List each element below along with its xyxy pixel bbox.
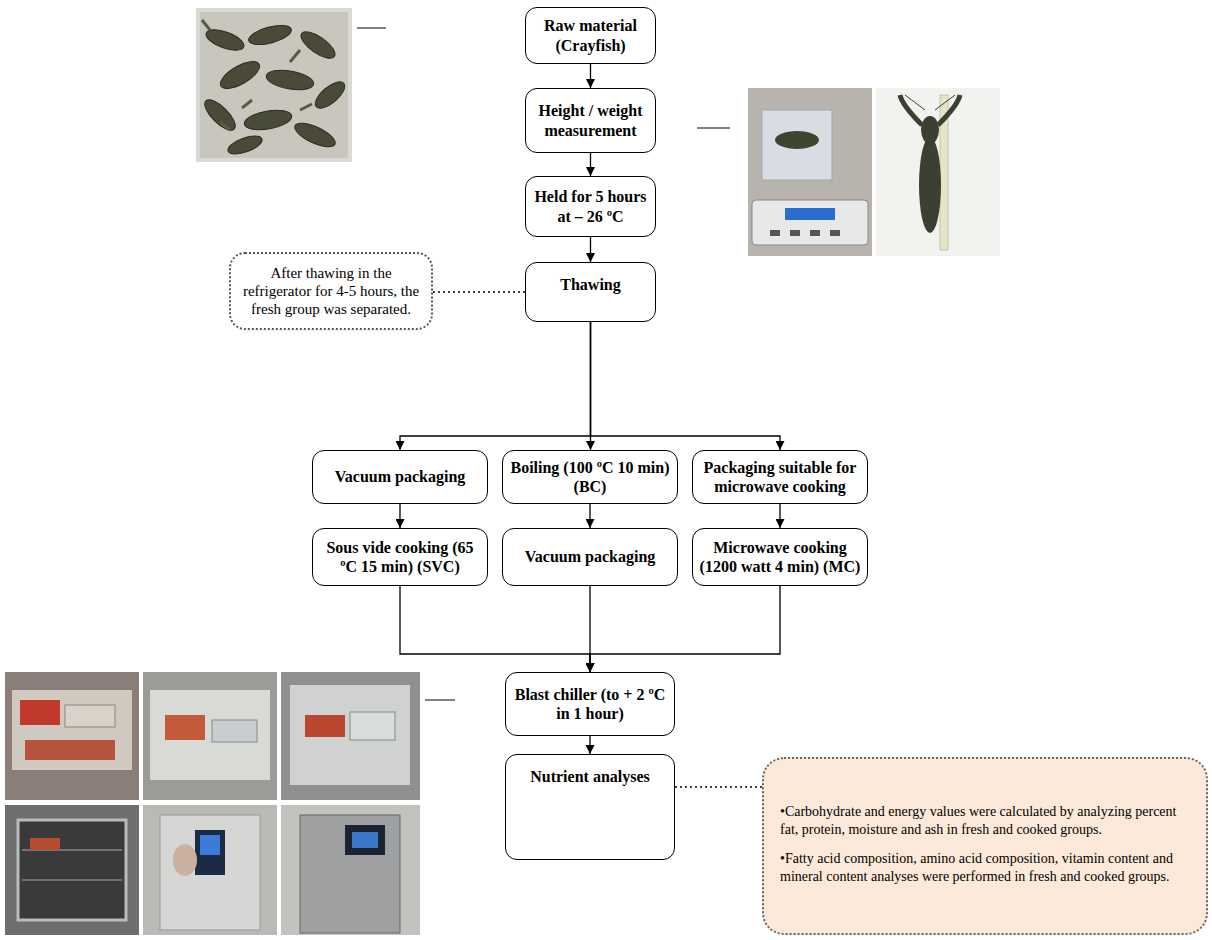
flow-arrow: [590, 64, 591, 88]
process-box: Held for 5 hours at – 26 ºC: [525, 176, 656, 237]
process-box: Vacuum packaging: [312, 450, 488, 504]
process-box: Height / weight measurement: [525, 88, 656, 153]
box-label: Blast chiller (to + 2 ºC in 1 hour): [512, 685, 668, 723]
callout-note: •Carbohydrate and energy values were cal…: [762, 757, 1208, 935]
weighing-photo: [748, 88, 872, 256]
process-box: Boiling (100 ºC 10 min) (BC): [502, 450, 678, 504]
box-label: Vacuum packaging: [509, 547, 671, 566]
blast-chiller-photos: [5, 672, 420, 935]
box-label: Boiling (100 ºC 10 min) (BC): [509, 458, 671, 496]
callout-text: •Fatty acid composition, amino acid comp…: [780, 850, 1190, 885]
process-box: Vacuum packaging: [502, 528, 678, 586]
box-label: Held for 5 hours at – 26 ºC: [532, 187, 649, 225]
length-photo: [876, 88, 1000, 256]
crayfish-crate-photo: [196, 8, 352, 162]
photo-leader: [357, 28, 386, 29]
flow-arrow: [779, 504, 780, 528]
box-label: Sous vide cooking (65 ºC 15 min) (SVC): [319, 538, 481, 576]
callout-note: After thawing in the refrigerator for 4-…: [229, 252, 433, 330]
process-box: Thawing: [525, 262, 656, 322]
box-label: Vacuum packaging: [319, 467, 481, 486]
flow-arrow: [400, 322, 591, 450]
callout-text: After thawing in the refrigerator for 4-…: [239, 264, 423, 318]
dotted-leader: [433, 291, 525, 293]
box-label: Microwave cooking (1200 watt 4 min) (MC): [699, 538, 861, 576]
process-box: Sous vide cooking (65 ºC 15 min) (SVC): [312, 528, 488, 586]
process-box: Microwave cooking (1200 watt 4 min) (MC): [692, 528, 868, 586]
dotted-leader: [675, 786, 762, 788]
box-label: Packaging suitable for microwave cooking: [699, 458, 861, 496]
process-box: Packaging suitable for microwave cooking: [692, 450, 868, 504]
flow-arrow: [589, 504, 590, 528]
process-box: Nutrient analyses: [505, 754, 675, 860]
process-box: Blast chiller (to + 2 ºC in 1 hour): [505, 672, 675, 736]
box-label: Raw material (Crayfish): [532, 16, 649, 54]
flow-arrow: [590, 153, 591, 176]
flow-arrow: [589, 736, 590, 754]
flow-arrow: [590, 237, 591, 262]
flow-arrow: [591, 322, 781, 450]
flow-arrow: [399, 504, 400, 528]
photo-leader: [425, 700, 455, 701]
box-label: Height / weight measurement: [532, 101, 649, 139]
flow-arrow: [400, 586, 590, 672]
photo-leader: [697, 128, 730, 129]
process-box: Raw material (Crayfish): [525, 7, 656, 64]
flow-arrow: [590, 586, 780, 672]
box-label: Nutrient analyses: [512, 767, 668, 786]
box-label: Thawing: [532, 275, 649, 294]
callout-text: •Carbohydrate and energy values were cal…: [780, 803, 1190, 838]
